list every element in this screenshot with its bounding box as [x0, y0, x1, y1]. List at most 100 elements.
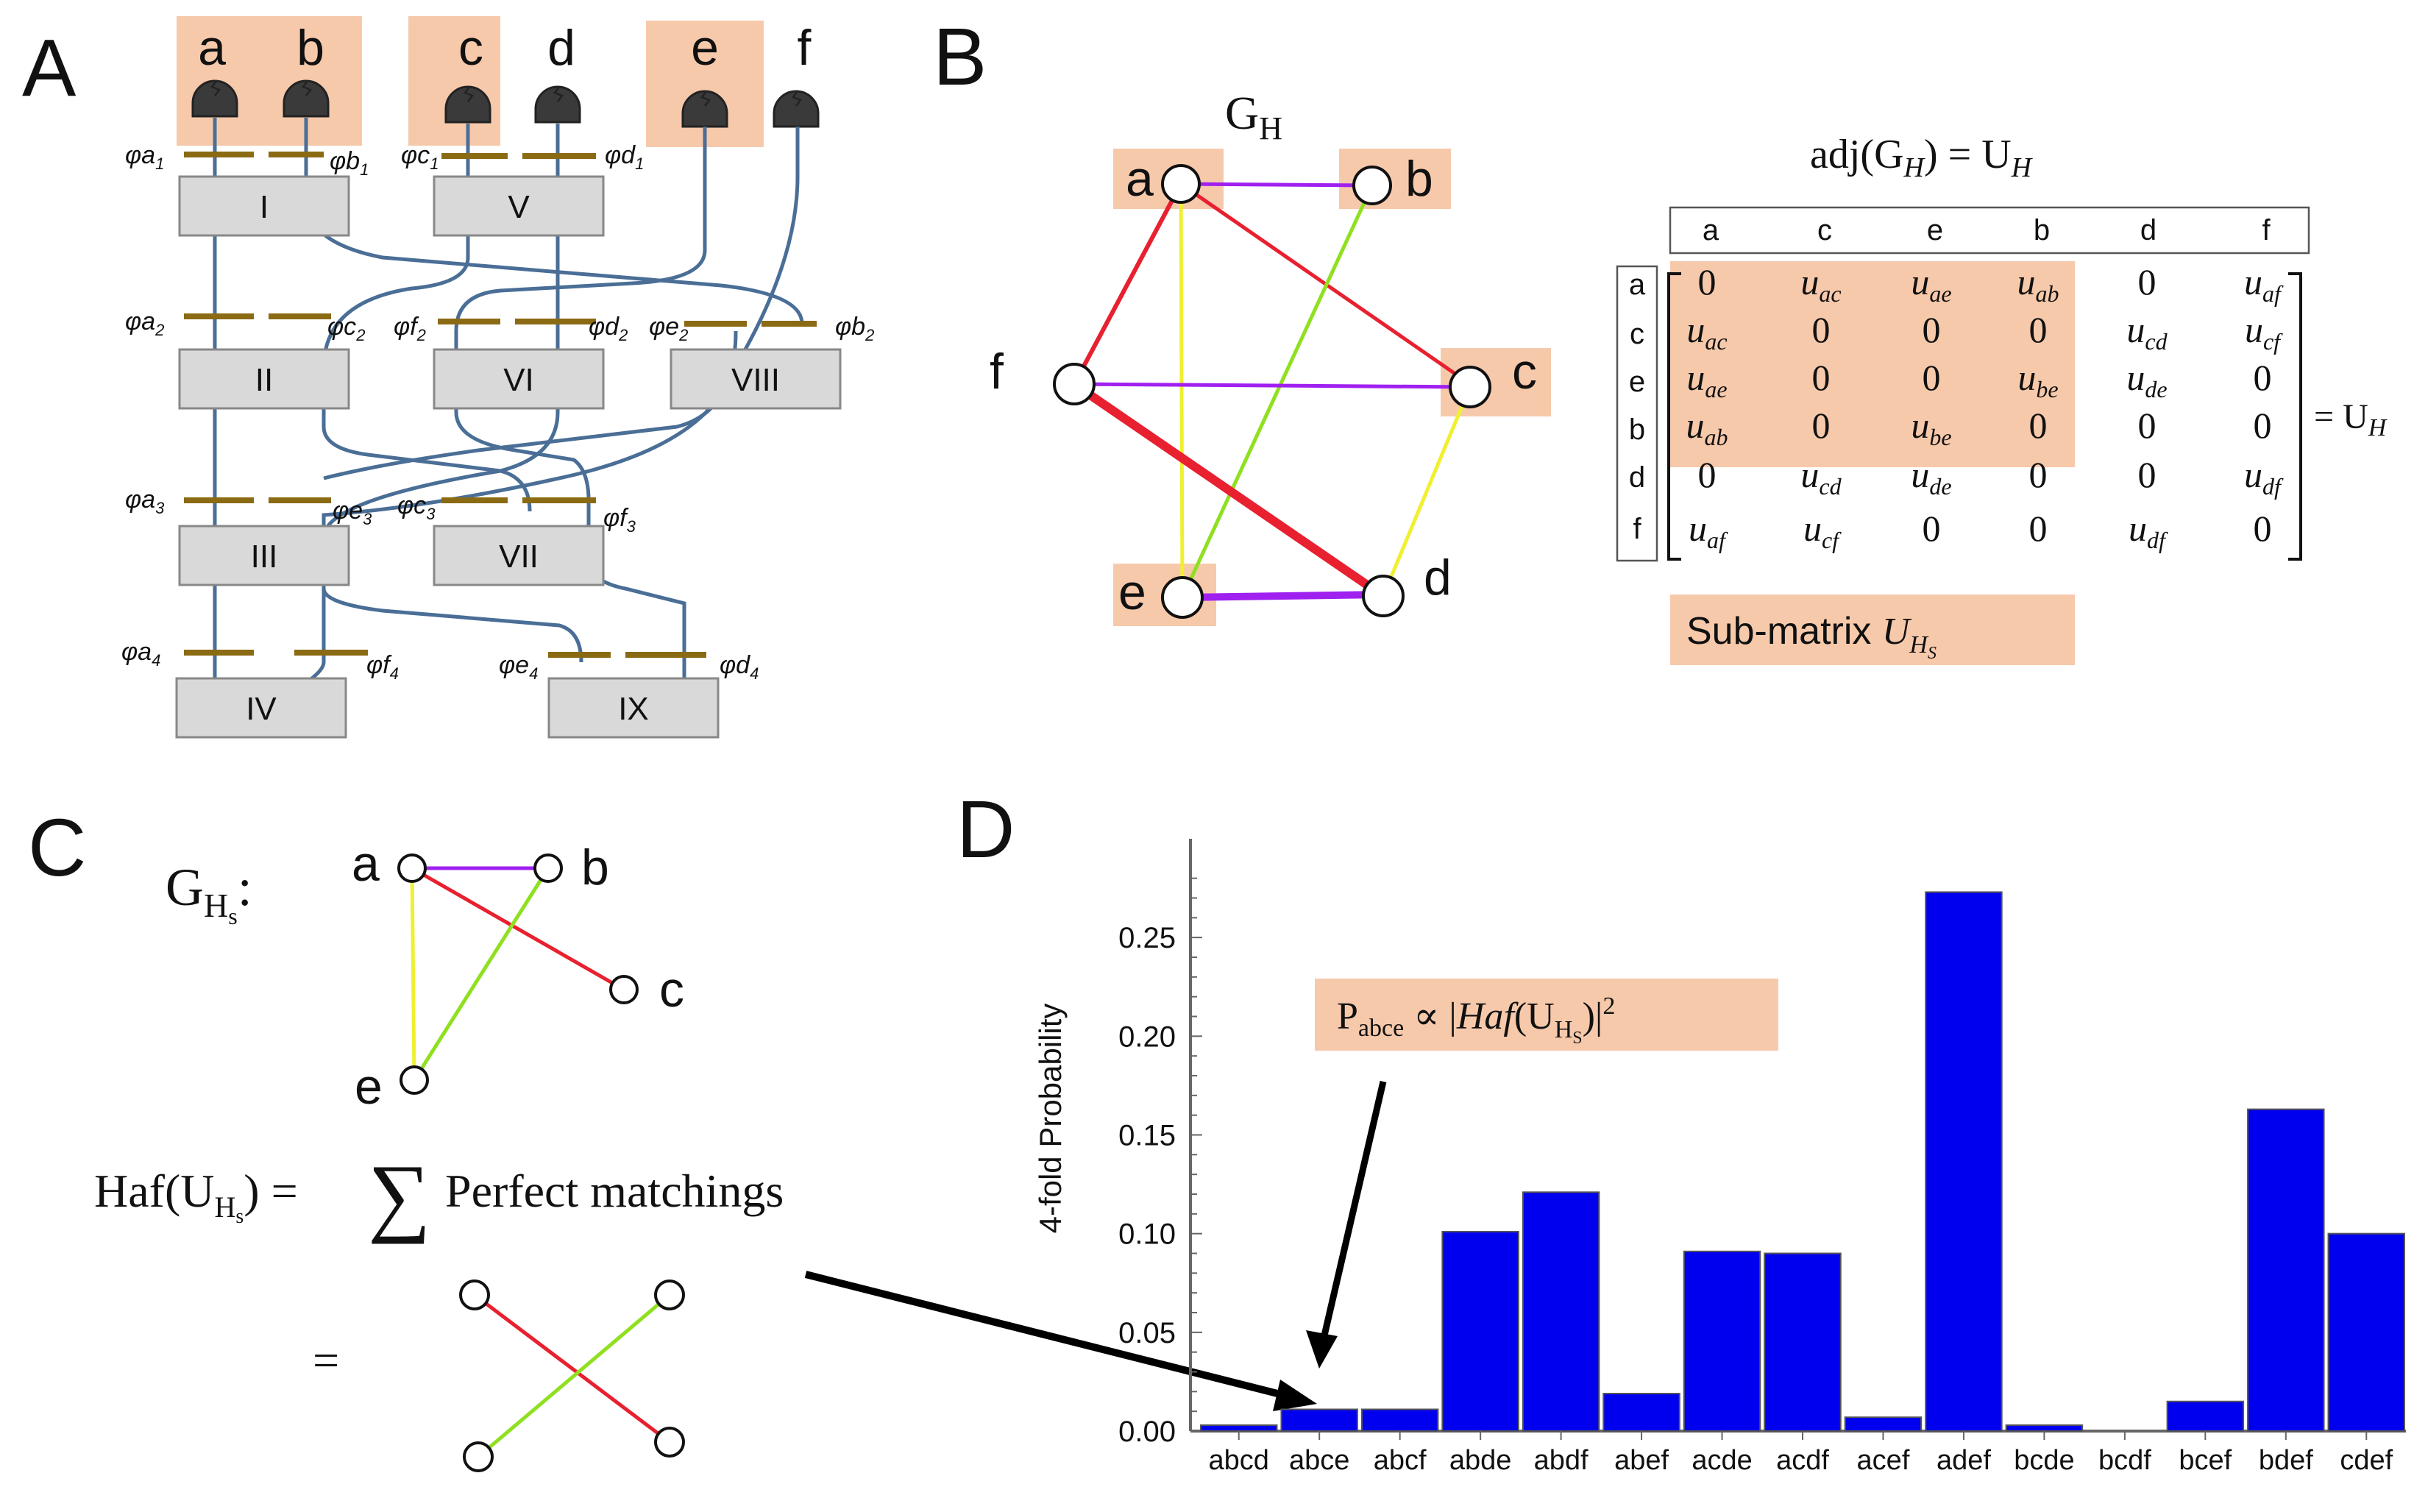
matrix-cell: 0 — [2254, 357, 2272, 398]
annotation-box — [1315, 979, 1778, 1051]
sum-symbol: ∑ — [368, 1146, 431, 1244]
detector-e-icon — [681, 90, 728, 128]
sub-node-label-e: e — [355, 1059, 383, 1115]
matrix-cell: ucf — [1803, 508, 1842, 553]
submatrix-label: Sub-matrix UHS — [1686, 610, 1937, 663]
box-III — [178, 525, 350, 586]
matrix-title: adj(GH) = UH — [1810, 132, 2034, 183]
matrix-row-header-box — [1616, 265, 1658, 562]
bar-abcf — [1360, 1408, 1439, 1432]
phase-f2: φf2 — [394, 313, 426, 344]
graph-gh-edges — [1070, 182, 1472, 601]
matrix-cell: ucf — [2245, 309, 2283, 355]
phase-b2: φb2 — [835, 313, 874, 344]
panel-c: C GHs: a b c e Haf(UHs) = ∑ Perfect matc… — [28, 803, 1317, 1472]
row-header-f: f — [1633, 513, 1641, 545]
bar-chart: 0.000.050.100.150.200.254-fold Probabili… — [1033, 839, 2406, 1476]
y-tick-label: 0.00 — [1118, 1416, 1176, 1448]
matrix-cell: uac — [1800, 261, 1841, 307]
box-VIII — [670, 348, 842, 410]
box-VI-label: VI — [503, 362, 534, 398]
matrix-cell: ucd — [1800, 454, 1842, 500]
phase-a4: φa4 — [121, 638, 160, 670]
matrix-cell: 0 — [2029, 309, 2048, 350]
annotation-arrow-head — [1306, 1330, 1338, 1369]
row-header-a: a — [1629, 269, 1646, 301]
matrix-cell: ucd — [2126, 309, 2168, 355]
matrix-cell: 0 — [1812, 405, 1831, 446]
bar-bcef — [2166, 1400, 2245, 1432]
matrix-cell: uab — [2017, 261, 2059, 307]
annotation-formula: Pabce ∝ |Haf(UHS)|2 — [1337, 993, 1615, 1048]
matching-node-a — [459, 1279, 490, 1310]
panel-b: B GH a b c d e — [933, 12, 2388, 665]
sub-node-c — [609, 975, 639, 1004]
hafnian-equals: = — [313, 1334, 339, 1386]
edge-af — [1072, 182, 1183, 386]
matrix-cell: 0 — [1812, 357, 1831, 398]
x-tick-label-acef: acef — [1857, 1445, 1910, 1476]
edge-be — [1180, 183, 1374, 600]
row-header-c: c — [1630, 318, 1644, 350]
phase-c3: φc3 — [397, 491, 436, 523]
panel-d: D 0.000.050.100.150.200.254-fold Probabi… — [956, 784, 2406, 1476]
box-IV-label: IV — [246, 691, 277, 727]
matrix-cell: 0 — [2138, 261, 2157, 302]
edge-ae — [1179, 182, 1185, 600]
matrix-cell: 0 — [1812, 309, 1831, 350]
sub-node-a — [397, 853, 427, 883]
submatrix-highlight — [1670, 261, 2075, 467]
mode-label-a: a — [198, 20, 226, 76]
matrix-right-bracket — [2288, 272, 2302, 561]
panel-a: A a b c d e f — [22, 16, 874, 739]
graph-ghs-label: GHs: — [166, 858, 252, 929]
matrix-cell: uaf — [1689, 508, 1728, 553]
matrix-cell: 0 — [1698, 261, 1717, 302]
matrix-cell: ube — [2017, 357, 2058, 402]
box-IV — [175, 677, 347, 739]
phase-f4: φf4 — [366, 651, 399, 683]
x-tick-label-bdef: bdef — [2259, 1445, 2313, 1476]
row-header-b: b — [1629, 414, 1645, 446]
col-header-d: d — [2140, 214, 2157, 246]
y-axis-label: 4-fold Probability — [1033, 1004, 1068, 1234]
matrix-cell: 0 — [2254, 405, 2272, 446]
sub-node-label-a: a — [352, 836, 380, 892]
detector-a-icon — [191, 79, 238, 118]
hafnian-rhs: Perfect matchings — [445, 1165, 784, 1217]
detector-icons — [191, 79, 820, 128]
edge-cf — [1072, 382, 1472, 389]
y-tick-label: 0.25 — [1118, 922, 1176, 954]
y-tick-label: 0.10 — [1118, 1218, 1176, 1251]
y-tick-label: 0.15 — [1118, 1120, 1176, 1152]
node-c — [1449, 366, 1491, 408]
node-label-b: b — [1405, 151, 1433, 207]
matrix-cell: ude — [2126, 357, 2167, 402]
sub-node-label-b: b — [581, 840, 609, 895]
graph-ghs-edges — [410, 866, 626, 1082]
edge-ab — [1179, 182, 1374, 188]
matrix-cell: 0 — [1923, 508, 1941, 549]
matrix-cell: udf — [2244, 454, 2284, 500]
matrix-left-bracket — [1667, 272, 1681, 561]
graph-ghs-nodes — [397, 853, 639, 1095]
phase-b1: φb1 — [330, 147, 369, 179]
arrow-to-abce-bar — [804, 1271, 1296, 1402]
matrix-column-headers: a c e b d f — [1703, 214, 2271, 246]
matrix-cell: 0 — [2254, 508, 2272, 549]
y-tick-label: 0.20 — [1118, 1021, 1176, 1053]
graph-gh-nodes — [1053, 164, 1491, 619]
matrix-cell: uaf — [2244, 261, 2284, 307]
x-tick-label-abcf: abcf — [1374, 1445, 1427, 1476]
node-label-a: a — [1126, 151, 1154, 207]
panel-d-letter: D — [956, 784, 1015, 875]
col-header-b: b — [2034, 214, 2050, 246]
edge-ae-sub — [410, 866, 416, 1082]
box-VI — [433, 348, 605, 410]
phase-d2: φd2 — [589, 313, 628, 344]
bar-acdf — [1764, 1252, 1842, 1432]
x-tick-label-cdef: cdef — [2340, 1445, 2393, 1476]
node-label-c: c — [1512, 344, 1537, 400]
node-b — [1352, 166, 1392, 205]
